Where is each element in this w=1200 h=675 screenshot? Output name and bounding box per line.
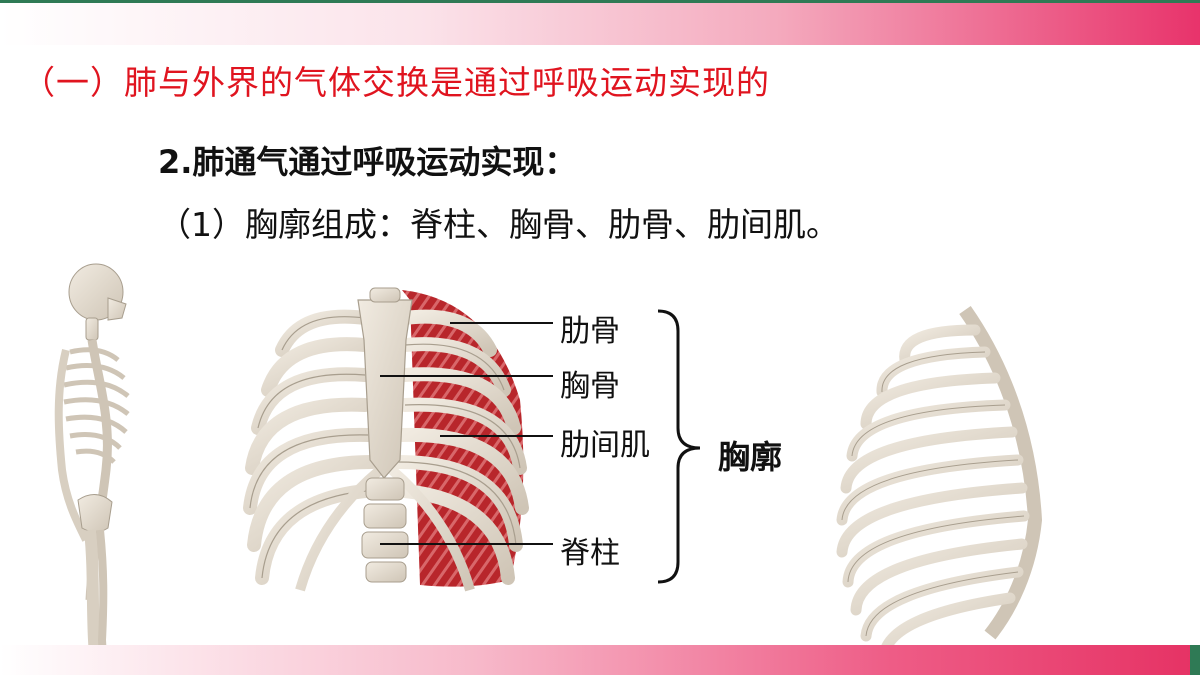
front-thorax: [243, 287, 529, 592]
side-thorax: [836, 305, 1043, 662]
thorax-curly-brace: [657, 309, 701, 584]
sternum-label: 胸骨: [560, 369, 620, 404]
slide-title: （一）肺与外界的气体交换是通过呼吸运动实现的: [22, 63, 770, 102]
thorax-composition-text: （1）胸廓组成：脊柱、胸骨、肋骨、肋间肌。: [158, 205, 839, 244]
rib-label: 肋骨: [560, 314, 620, 349]
thorax-group-label: 胸廓: [718, 438, 783, 476]
top-gradient-bar: [0, 3, 1200, 45]
intercostal-muscle-label: 肋间肌: [560, 428, 650, 463]
bottom-green-square: [1190, 645, 1200, 675]
top-green-line: [0, 0, 1200, 3]
full-skeleton-figure: [54, 263, 130, 675]
bottom-gradient-bar: [0, 645, 1190, 675]
slide-subtitle: 2.肺通气通过呼吸运动实现：: [158, 143, 577, 181]
spine-label: 脊柱: [560, 536, 620, 571]
